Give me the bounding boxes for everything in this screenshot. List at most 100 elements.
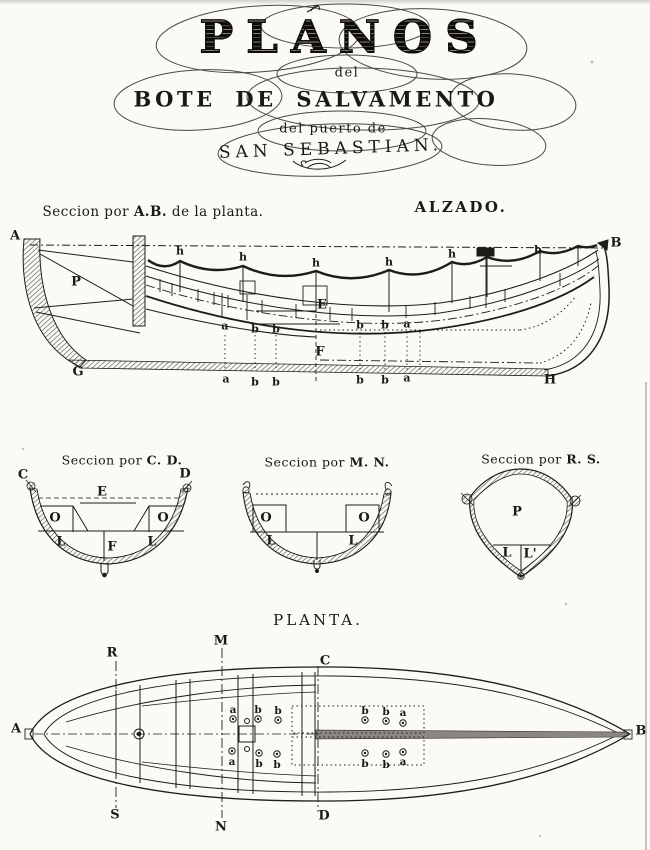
elevation-label-A: A xyxy=(9,228,21,244)
elevation-label-h: h xyxy=(534,243,542,257)
mn-label-O: O xyxy=(260,510,272,526)
elevation-deck-curve xyxy=(145,276,595,335)
elevation-caption-pre: Seccion por xyxy=(42,204,130,220)
plan-keel-band xyxy=(315,729,632,740)
cd-label-D: D xyxy=(179,466,191,482)
elevation-label-b: b xyxy=(251,375,259,389)
elevation-bench-line xyxy=(145,308,317,338)
elevation-bulkhead xyxy=(132,235,146,327)
section-cd-drawing xyxy=(25,479,193,578)
mn-label-L: L xyxy=(348,533,358,549)
plan-label-S: S xyxy=(110,807,120,823)
cd-air-case-right xyxy=(133,505,182,532)
elevation-caption-post: de la planta. xyxy=(171,204,264,220)
plan-label-R: R xyxy=(106,645,118,661)
elevation-label-b: b xyxy=(251,322,259,336)
section-cd-caption: Seccion por C. D. xyxy=(62,453,183,468)
title-planos: PLANOS xyxy=(199,10,491,64)
plan-label-b: b xyxy=(274,705,282,717)
title-flourish-top xyxy=(306,5,320,13)
scan-edge-right xyxy=(645,382,647,850)
elevation-dotted-upper xyxy=(320,295,577,331)
elevation-label-a: a xyxy=(221,319,229,333)
elevation-label-B: B xyxy=(610,235,622,251)
elevation-label-b: b xyxy=(356,318,364,332)
elevation-stern-fitting xyxy=(476,247,512,308)
elevation-e-lines xyxy=(256,310,340,325)
plan-label-a: a xyxy=(399,756,407,768)
elevation-caption: Seccion por A.B. de la planta. xyxy=(43,204,264,220)
cd-label-O: O xyxy=(157,510,169,526)
plan-label-a: a xyxy=(228,756,236,768)
mn-air-case-left xyxy=(252,504,287,532)
section-rs-caption-pre: Seccion por xyxy=(481,451,562,467)
section-rs-caption: Seccion por R. S. xyxy=(481,452,601,467)
plan-pump-fitting xyxy=(238,718,256,752)
plan-bow-fitting xyxy=(24,728,34,740)
plan-label-A: A xyxy=(10,721,22,737)
elevation-stern-dotted xyxy=(539,301,592,364)
plan-label-D: D xyxy=(318,808,330,824)
plan-stringer2-bottom xyxy=(141,761,317,777)
elevation-label-a: a xyxy=(222,372,230,386)
cd-label-E: E xyxy=(97,484,107,500)
elevation-label-P: P xyxy=(71,274,81,290)
elevation-label-b: b xyxy=(381,373,389,387)
plan-gunwale-top xyxy=(43,675,621,735)
plan-label-a: a xyxy=(399,707,407,719)
elevation-stern-tip xyxy=(596,239,609,251)
section-rs-drawing xyxy=(460,468,582,580)
plan-stringer2-top xyxy=(141,691,317,707)
elevation-label-E: E xyxy=(317,297,327,313)
title-del: del xyxy=(334,65,360,81)
paper-specks xyxy=(21,60,594,838)
plan-stringer-top xyxy=(65,684,317,723)
section-cd-caption-ref: C. D. xyxy=(146,452,183,468)
plan-hole-markers xyxy=(228,715,407,758)
title-ellipses xyxy=(113,3,577,177)
elevation-label-h: h xyxy=(448,247,456,261)
plan-gunwale-bottom xyxy=(43,733,621,793)
section-mn-drawing xyxy=(242,481,393,573)
alzado-caption: ALZADO. xyxy=(414,198,508,216)
elevation-caption-ref: A.B. xyxy=(133,204,168,220)
cd-label-L: L xyxy=(56,534,66,550)
elevation-label-h: h xyxy=(176,244,184,258)
rs-label-P: P xyxy=(512,504,522,520)
plan-stringer-bottom xyxy=(65,745,317,784)
plan-label-b: b xyxy=(361,705,369,717)
elevation-dashdot-lower xyxy=(319,359,541,364)
scan-edge-top xyxy=(0,0,650,5)
elevation-label-F: F xyxy=(315,344,325,360)
elevation-stem xyxy=(22,238,87,368)
elevation-dotted-verticals xyxy=(224,332,421,371)
plan-label-b: b xyxy=(254,704,262,716)
elevation-drawing xyxy=(22,235,610,382)
section-mn-caption: Seccion por M. N. xyxy=(264,455,389,470)
elevation-label-a: a xyxy=(403,371,411,385)
elevation-label-H: H xyxy=(543,372,557,388)
rs-label-L: L xyxy=(502,545,512,561)
rs-keel-ball xyxy=(517,572,525,580)
cd-label-L: L xyxy=(147,534,157,550)
elevation-stanchions xyxy=(179,246,579,312)
plan-label-B: B xyxy=(635,723,647,739)
title-bote-de-salvamento: BOTE DE SALVAMENTO xyxy=(133,86,499,112)
elevation-topline xyxy=(29,244,605,249)
plan-label-C: C xyxy=(319,653,331,669)
elevation-label-h: h xyxy=(385,255,393,269)
plan-section-lines xyxy=(115,648,319,818)
section-mn-caption-ref: M. N. xyxy=(349,454,390,470)
elevation-rail-upper xyxy=(145,249,599,307)
cd-air-case-left xyxy=(40,505,89,532)
plan-hull-bottom xyxy=(29,733,631,802)
section-mn-caption-pre: Seccion por xyxy=(264,454,345,470)
mn-label-L: L xyxy=(266,533,276,549)
elevation-label-h: h xyxy=(312,256,320,270)
cd-label-O: O xyxy=(49,510,61,526)
plan-dotted-box-lower xyxy=(291,736,425,766)
elevation-label-b: b xyxy=(272,322,280,336)
cd-label-C: C xyxy=(17,467,29,483)
plan-hull-top xyxy=(29,666,631,735)
